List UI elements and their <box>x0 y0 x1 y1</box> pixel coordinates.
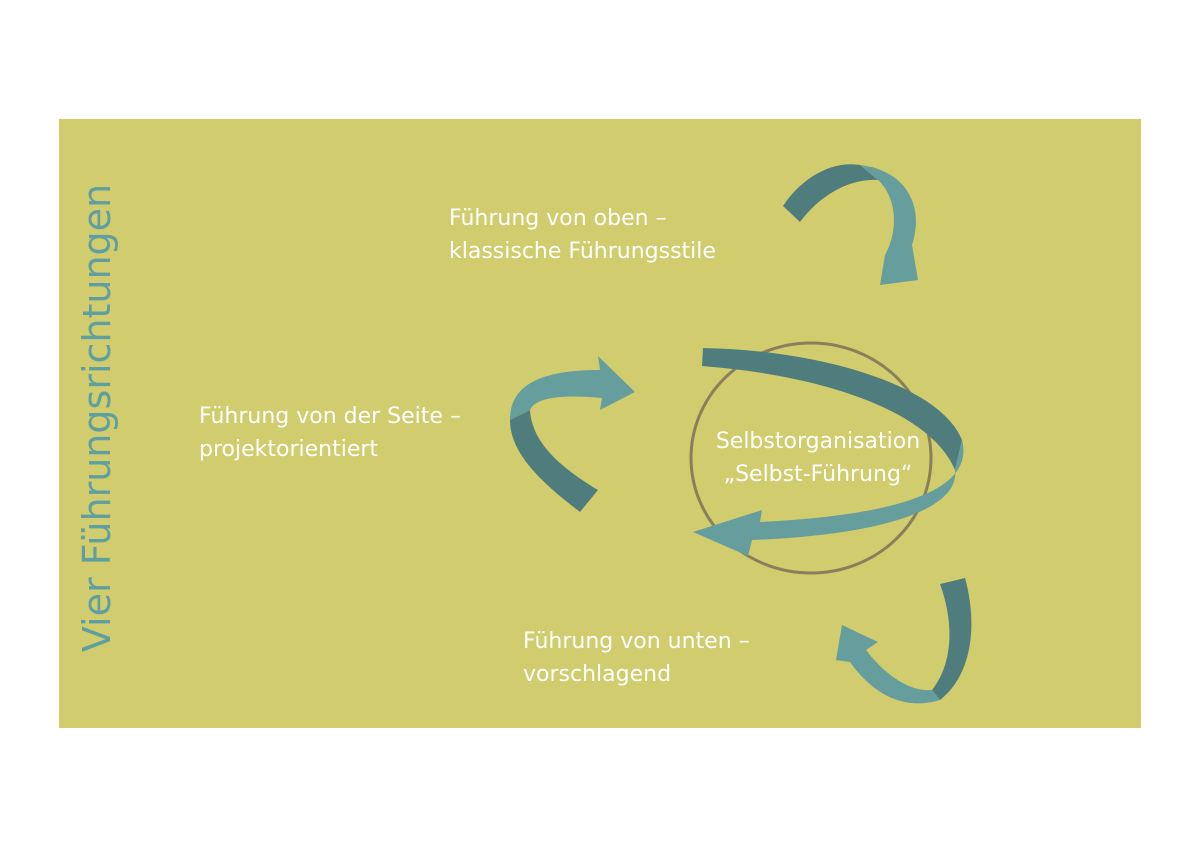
arrow-top <box>783 164 918 285</box>
label-side-line2: projektorientiert <box>199 437 379 462</box>
label-center-line2: „Selbst-Führung“ <box>723 462 913 487</box>
label-bottom-line2: vorschlagend <box>523 662 672 687</box>
label-fuehrung-von-oben: Führung von oben – klassische Führungsst… <box>449 202 716 268</box>
arrow-bottom <box>836 578 972 704</box>
label-fuehrung-von-der-seite: Führung von der Seite – projektorientier… <box>199 400 461 466</box>
label-bottom-line1: Führung von unten – <box>523 629 750 654</box>
label-center-line1: Selbstorganisation <box>715 429 921 454</box>
arrow-orbit <box>693 348 964 556</box>
label-fuehrung-von-unten: Führung von unten – vorschlagend <box>523 625 750 691</box>
center-circle <box>689 341 933 575</box>
vertical-title: Vier Führungsrichtungen <box>75 183 119 653</box>
label-top-line2: klassische Führungsstile <box>449 239 716 264</box>
label-top-line1: Führung von oben – <box>449 206 667 231</box>
label-selbstorganisation: Selbstorganisation „Selbst-Führung“ <box>700 425 936 491</box>
arrow-side <box>510 356 635 512</box>
label-side-line1: Führung von der Seite – <box>199 404 461 429</box>
